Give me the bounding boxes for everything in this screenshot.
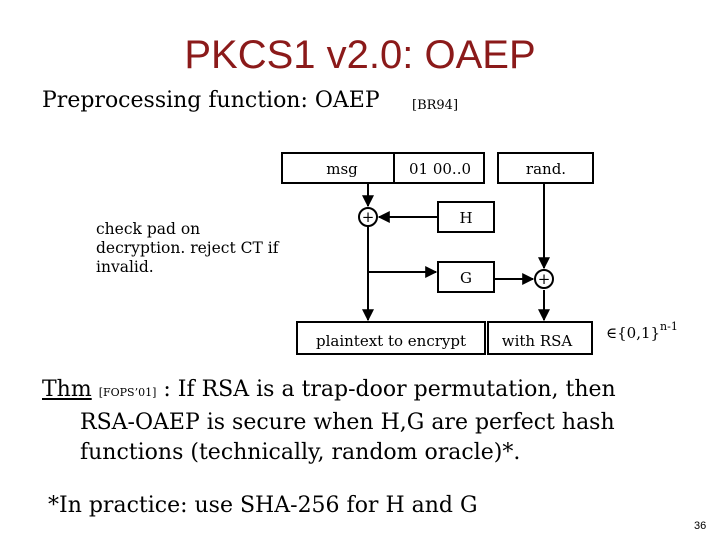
theorem-label: Thm (42, 377, 92, 402)
slide-title: PKCS1 v2.0: OAEP (184, 33, 536, 77)
footnote: *In practice: use SHA-256 for H and G (48, 493, 478, 518)
xor-right-node (534, 269, 554, 289)
domain-annotation: ∈{0,1}n-1 (606, 320, 678, 342)
g-function-box (437, 261, 495, 293)
theorem-line-1: : If RSA is a trap-door permutation, the… (163, 377, 616, 402)
plaintext-label: plaintext to encrypt (316, 332, 466, 350)
side-note: check pad on decryption. reject CT if in… (96, 220, 279, 276)
subtitle: Preprocessing function: OAEP (42, 88, 380, 113)
rsa-label: with RSA (502, 332, 573, 350)
xor-right-symbol: + (538, 270, 551, 288)
h-label: H (459, 209, 472, 227)
msg-box (281, 152, 395, 184)
page-number: 36 (694, 520, 707, 532)
subtitle-citation: [BR94] (412, 98, 459, 113)
msg-label: msg (326, 160, 358, 178)
plaintext-box (296, 321, 486, 355)
g-label: G (460, 269, 472, 287)
theorem-body: RSA-OAEP is secure when H,G are perfect … (80, 410, 615, 465)
rand-label: rand. (526, 160, 566, 178)
theorem-citation: [FOPS’01] (98, 386, 157, 399)
padding-label: 01 00..0 (409, 160, 471, 178)
domain-exponent: n-1 (660, 320, 678, 333)
rand-box (497, 152, 594, 184)
xor-left-symbol: + (362, 208, 375, 226)
padding-box (393, 152, 485, 184)
oaep-diagram: msg 01 00..0 rand. H G + + plaintext to … (281, 152, 678, 355)
theorem-block: Thm [FOPS’01] : If RSA is a trap-door pe… (42, 375, 702, 468)
rsa-box (487, 321, 593, 355)
domain-prefix: ∈{0,1} (606, 324, 660, 342)
